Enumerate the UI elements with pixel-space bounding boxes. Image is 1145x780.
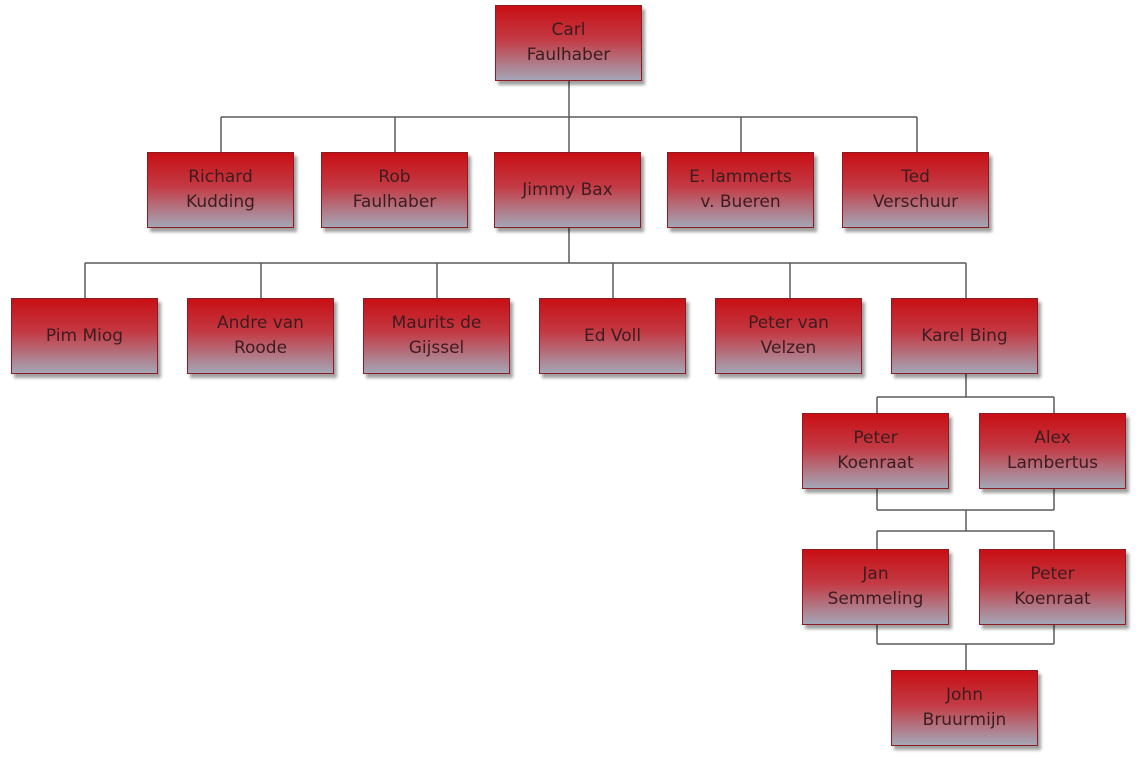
node-name-line2: Roode	[233, 338, 288, 358]
node-name-line1: E. lammerts	[689, 167, 792, 187]
node-name-line2: Verschuur	[872, 192, 959, 212]
node-name-line2: v. Bueren	[700, 192, 781, 212]
node-name-line2: Faulhaber	[352, 192, 437, 212]
node-name-line1: Ted	[901, 167, 930, 187]
org-node-e-lammerts-v-bueren: E. lammerts v. Bueren	[667, 152, 814, 228]
org-node-pim-miog: Pim Miog	[11, 298, 158, 374]
node-name-line1: Peter	[1030, 564, 1075, 584]
node-name-line2: Koenraat	[1014, 589, 1091, 609]
node-name-line2: Gijssel	[408, 338, 465, 358]
node-name-line2: Semmeling	[827, 589, 924, 609]
node-name-line2: Koenraat	[837, 453, 914, 473]
node-name-line1: Richard	[188, 167, 253, 187]
node-name-line2: Bruurmijn	[922, 710, 1007, 730]
node-name-line1: Peter van	[748, 313, 829, 333]
org-node-ed-voll: Ed Voll	[539, 298, 686, 374]
node-name-line1: Jimmy Bax	[522, 179, 613, 200]
node-name-line1: Carl	[551, 20, 586, 40]
node-name-line1: Rob	[378, 167, 411, 187]
node-name-line2: Lambertus	[1007, 453, 1098, 473]
node-name-line2: Kudding	[186, 192, 255, 212]
node-name-line2: Velzen	[760, 338, 817, 358]
node-name-line1: John	[946, 685, 983, 705]
node-name-line1: Karel Bing	[921, 325, 1008, 346]
node-name-line1: Jan	[862, 564, 889, 584]
node-name-line1: Andre van	[217, 313, 304, 333]
org-node-jimmy-bax: Jimmy Bax	[494, 152, 641, 228]
node-name-line1: Maurits de	[391, 313, 482, 333]
org-node-maurits-de-gijssel: Maurits de Gijssel	[363, 298, 510, 374]
node-name-line1: Peter	[853, 428, 898, 448]
org-node-karel-bing: Karel Bing	[891, 298, 1038, 374]
node-name-line1: Alex	[1034, 428, 1071, 448]
node-name-line1: Ed Voll	[583, 325, 642, 346]
node-name-line2: Faulhaber	[526, 45, 611, 65]
node-name-line1: Pim Miog	[45, 325, 124, 346]
